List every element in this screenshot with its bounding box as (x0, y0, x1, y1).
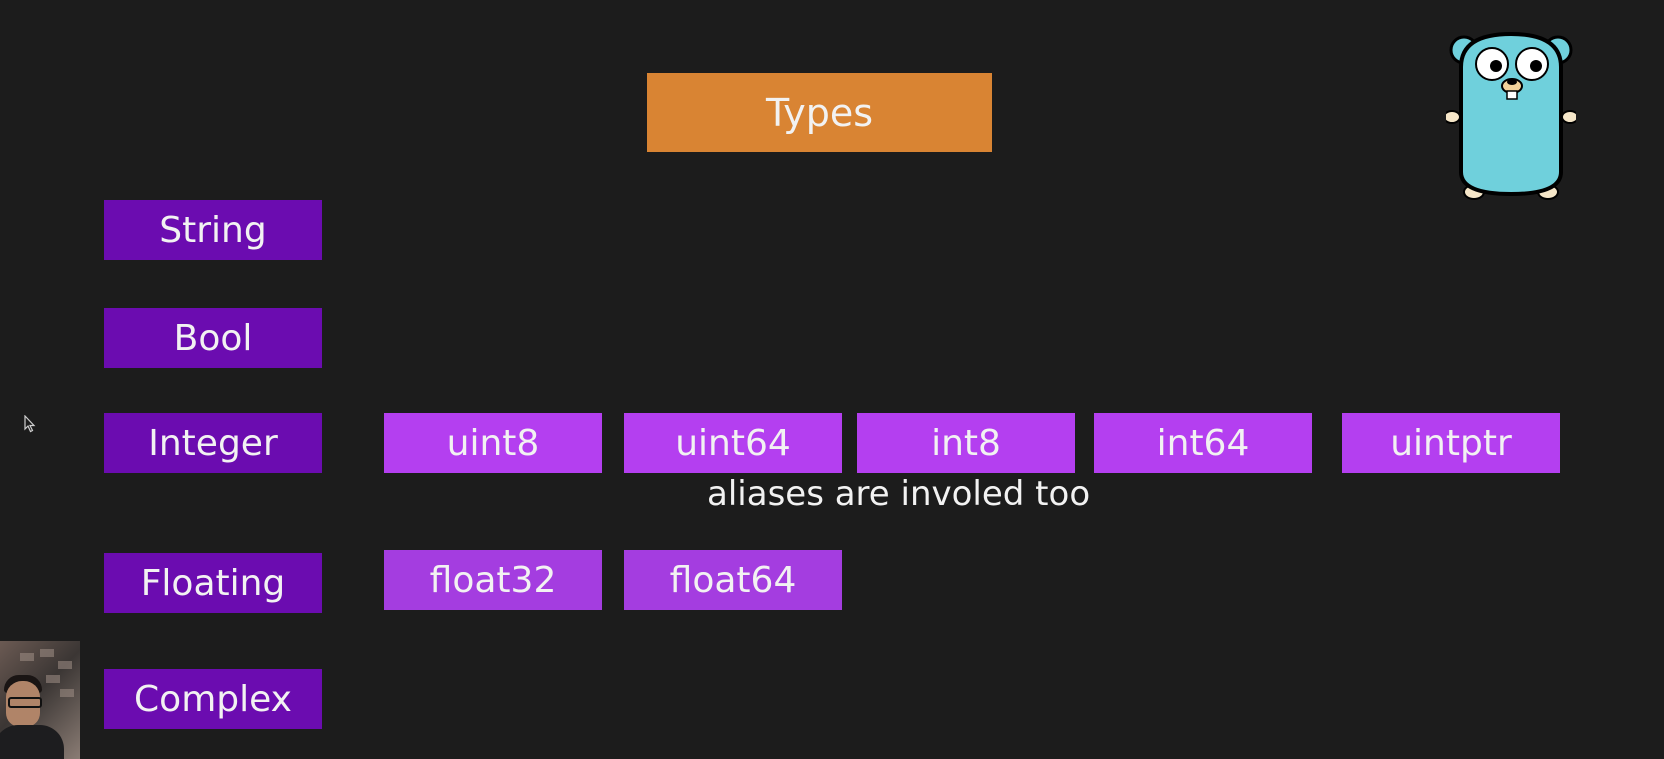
types-title-box: Types (647, 73, 992, 152)
aliases-note: aliases are involed too (707, 474, 1091, 514)
integer-type-box: uint64 (624, 413, 842, 473)
integer-type-box: int8 (857, 413, 1075, 473)
floating-type-box: float32 (384, 550, 602, 610)
category-complex: Complex (104, 669, 322, 729)
presenter-webcam-thumbnail (0, 641, 80, 759)
integer-type-box: uintptr (1342, 413, 1560, 473)
category-bool: Bool (104, 308, 322, 368)
category-string: String (104, 200, 322, 260)
go-gopher-icon (1443, 22, 1579, 206)
integer-type-box: uint8 (384, 413, 602, 473)
integer-type-box: int64 (1094, 413, 1312, 473)
category-floating: Floating (104, 553, 322, 613)
mouse-cursor-icon (24, 414, 36, 437)
floating-type-box: float64 (624, 550, 842, 610)
category-integer: Integer (104, 413, 322, 473)
